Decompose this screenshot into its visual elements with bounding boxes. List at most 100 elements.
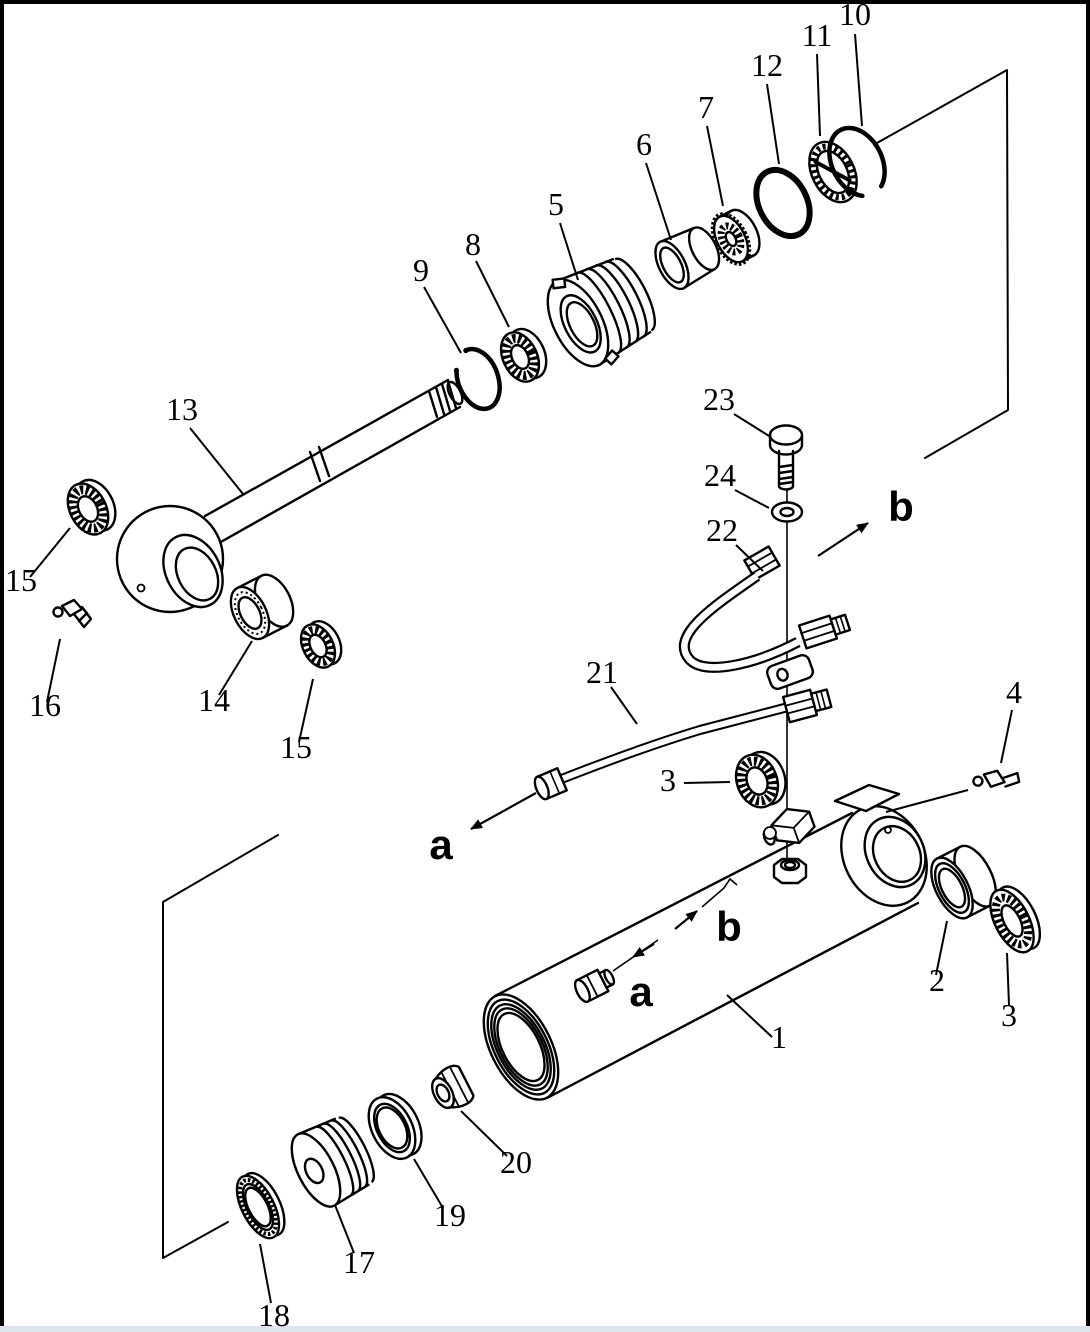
leader-17 [334, 1204, 355, 1254]
part-14-bushing [229, 573, 295, 641]
callout-7: 7 [698, 89, 714, 125]
callout-15-left: 15 [5, 562, 37, 598]
part-22-tube [678, 545, 852, 673]
part-4-grease-fitting [972, 769, 1021, 788]
part-13-piston-rod [115, 378, 464, 614]
leader-10 [854, 33, 863, 127]
section-line-b [701, 877, 738, 908]
leader-24 [734, 489, 770, 509]
callout-9: 9 [413, 252, 429, 288]
leader-2 [935, 920, 948, 976]
callout-2: 2 [929, 962, 945, 998]
leader-13 [189, 427, 244, 495]
view-label-b-mid: b [716, 903, 742, 950]
leader-3-middle [683, 781, 731, 784]
callout-15-right: 15 [280, 729, 312, 765]
view-label-b-top: b [888, 483, 914, 530]
part-20-nut [430, 1064, 475, 1110]
leader-23 [733, 413, 770, 437]
leader-lines [29, 33, 1013, 1304]
part-6-bushing-collar [654, 226, 721, 291]
part-7-bearing [710, 208, 761, 266]
callout-3-right: 3 [1001, 997, 1017, 1033]
part-23-bolt [768, 424, 804, 491]
part-15-bearing-left [66, 478, 117, 536]
part-17-piston [290, 1116, 375, 1208]
leader-16 [46, 638, 61, 703]
leader-21 [610, 686, 638, 725]
leader-11 [816, 53, 821, 137]
callout-24: 24 [704, 457, 736, 493]
leader-9 [423, 286, 462, 354]
part-9-snap-ring [453, 346, 502, 412]
callout-12: 12 [751, 47, 783, 83]
leader-19 [413, 1158, 444, 1209]
part-16-grease-fitting [52, 598, 93, 629]
callout-23: 23 [703, 381, 735, 417]
callout-20: 20 [500, 1144, 532, 1180]
part-18-wear-ring [235, 1171, 286, 1240]
part-3-bearing-middle [734, 750, 787, 809]
leader-6 [645, 162, 672, 241]
callout-5: 5 [548, 186, 564, 222]
leader-12 [766, 83, 780, 165]
part-4-mount-line [885, 789, 969, 813]
frame-top-right [876, 69, 1009, 459]
leader-4 [1000, 709, 1013, 764]
leader-14 [218, 640, 253, 696]
leader-3-right [1006, 952, 1010, 1006]
part-21-tube [533, 688, 833, 801]
leader-15-left [29, 527, 71, 578]
leader-15-right [298, 678, 314, 743]
view-letters: b a b a [429, 483, 914, 1015]
callout-16: 16 [29, 687, 61, 723]
part-2-bushing [930, 844, 998, 920]
part-1-cylinder-tube [482, 783, 928, 1101]
callout-11: 11 [802, 17, 833, 53]
part-8-bushing-ring [499, 327, 548, 383]
callout-22: 22 [706, 512, 738, 548]
leader-5 [559, 222, 579, 281]
leader-20 [460, 1110, 508, 1157]
part-10-snap-ring [827, 125, 887, 199]
callout-14: 14 [198, 682, 230, 718]
elbow-nut [772, 857, 808, 885]
leader-7 [706, 125, 724, 207]
leader-1 [726, 994, 773, 1038]
callout-13: 13 [166, 391, 198, 427]
scan-edge-strip [0, 1326, 1090, 1332]
part-3-bearing-right [989, 885, 1042, 954]
callout-1: 1 [771, 1019, 787, 1055]
callout-18: 18 [258, 1297, 290, 1332]
callout-3-middle: 3 [660, 762, 676, 798]
callout-6: 6 [636, 126, 652, 162]
leader-22 [735, 544, 764, 572]
view-arrow-b-mid [674, 910, 698, 930]
cylinder-port-plug [573, 968, 616, 1004]
leader-8 [475, 260, 510, 328]
callout-8: 8 [465, 226, 481, 262]
view-label-a-top: a [429, 821, 453, 868]
callout-4: 4 [1006, 674, 1022, 710]
tube-clamp-bracket [765, 653, 815, 691]
part-24-washer [770, 501, 804, 523]
callout-17: 17 [343, 1244, 375, 1280]
part-15-bearing-right [299, 620, 343, 669]
cylinder-elbow-fitting [762, 807, 816, 885]
part-12-o-ring [753, 166, 813, 240]
view-arrow-a-top [470, 792, 537, 830]
callout-labels: 10 11 12 7 6 5 8 9 13 15 16 14 15 23 24 … [5, 0, 1022, 1332]
view-arrows [470, 522, 869, 958]
view-label-a-mid: a [629, 968, 653, 1015]
part-5-cylinder-head [546, 257, 656, 368]
leader-18 [259, 1243, 272, 1304]
callout-19: 19 [434, 1197, 466, 1233]
callout-21: 21 [586, 654, 618, 690]
callout-10: 10 [839, 0, 871, 32]
part-19-seal-ring [367, 1092, 423, 1160]
view-arrow-b-top [817, 522, 869, 557]
view-arrow-a-mid [632, 943, 655, 958]
